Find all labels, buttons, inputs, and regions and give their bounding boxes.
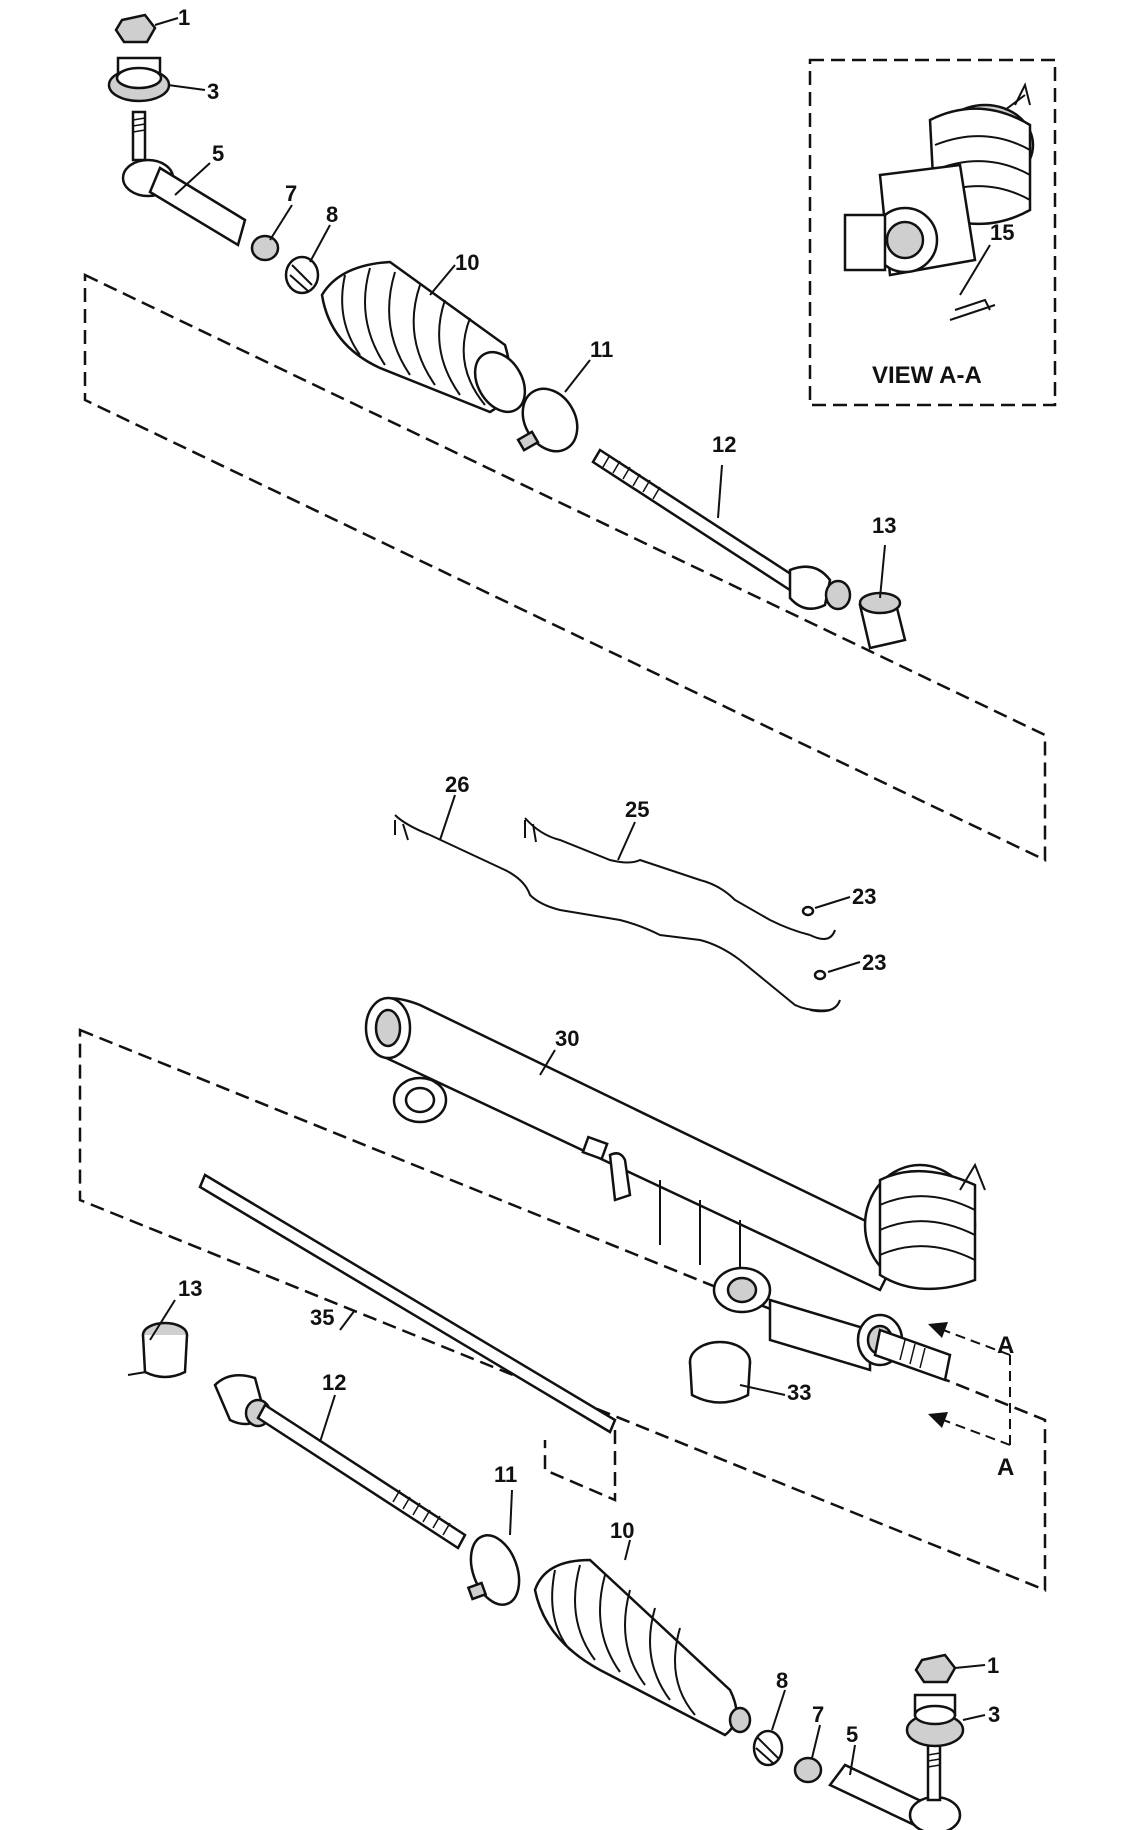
- callout-23-upper: 23: [852, 884, 876, 909]
- callout-top-12: 12: [712, 432, 736, 457]
- callout-top-8: 8: [326, 202, 338, 227]
- lower-shim: [141, 1321, 189, 1379]
- callout-top-7: 7: [285, 181, 297, 206]
- fluid-line-26: [394, 814, 831, 1012]
- view-a-a-title: VIEW A-A: [872, 362, 982, 389]
- fluid-line-25: [524, 817, 841, 1013]
- upper-shim: [858, 591, 907, 650]
- clip-15-illustration: [949, 298, 996, 321]
- callout-top-5: 5: [212, 141, 224, 166]
- rod-35: [198, 1173, 617, 1434]
- plug-33: [688, 1340, 752, 1404]
- upper-jam-nut: [250, 234, 280, 262]
- lower-boot: [533, 1558, 752, 1737]
- callout-top-3: 3: [207, 79, 219, 104]
- callout-23-lower: 23: [862, 950, 886, 975]
- callout-33: 33: [787, 1380, 811, 1405]
- lower-boot-clamp: [466, 1534, 521, 1606]
- o-ring-23-lower: [813, 969, 827, 981]
- callout-25: 25: [625, 797, 649, 822]
- callout-bot-8: 8: [776, 1668, 788, 1693]
- lower-outer-tie-rod: [828, 1743, 962, 1830]
- upper-boot: [320, 260, 527, 414]
- upper-seal: [107, 56, 171, 103]
- lower-clamp: [752, 1729, 784, 1767]
- callout-15: 15: [990, 220, 1014, 245]
- callout-top-10: 10: [455, 250, 479, 275]
- callout-top-13: 13: [872, 513, 896, 538]
- upper-nut: [114, 13, 157, 44]
- callout-bot-11: 11: [494, 1462, 517, 1487]
- callout-top-11: 11: [590, 337, 613, 362]
- lower-jam-nut: [793, 1756, 823, 1784]
- o-ring-23-upper: [801, 905, 815, 917]
- callout-30: 30: [555, 1026, 579, 1051]
- callout-bot-13: 13: [178, 1276, 202, 1301]
- lower-inner-tie-rod: [213, 1373, 467, 1550]
- upper-boot-clamp: [516, 387, 579, 453]
- callout-bot-10: 10: [610, 1518, 634, 1543]
- callout-35: 35: [310, 1305, 334, 1330]
- callout-bot-1: 1: [987, 1653, 999, 1678]
- upper-inner-tie-rod: [591, 448, 852, 611]
- upper-outer-tie-rod: [121, 110, 247, 247]
- callout-bot-7: 7: [812, 1702, 824, 1727]
- lower-nut: [914, 1653, 957, 1684]
- section-arrows-a: [928, 1322, 1011, 1446]
- view-a-a-inset: 15 VIEW A-A: [808, 58, 1057, 407]
- rack-housing-30: [364, 996, 986, 1382]
- upper-clamp: [284, 255, 320, 295]
- callout-26: 26: [445, 772, 469, 797]
- callout-top-1: 1: [178, 5, 190, 30]
- section-marker-a-upper: A: [997, 1332, 1014, 1359]
- section-marker-a-lower: A: [997, 1454, 1014, 1481]
- callout-bot-12: 12: [322, 1370, 346, 1395]
- lower-seal: [905, 1693, 965, 1748]
- upper-group-outline: [83, 273, 1047, 862]
- pinion-valve-illustration: [843, 82, 1035, 277]
- callout-bot-3: 3: [988, 1702, 1000, 1727]
- callout-bot-5: 5: [846, 1722, 858, 1747]
